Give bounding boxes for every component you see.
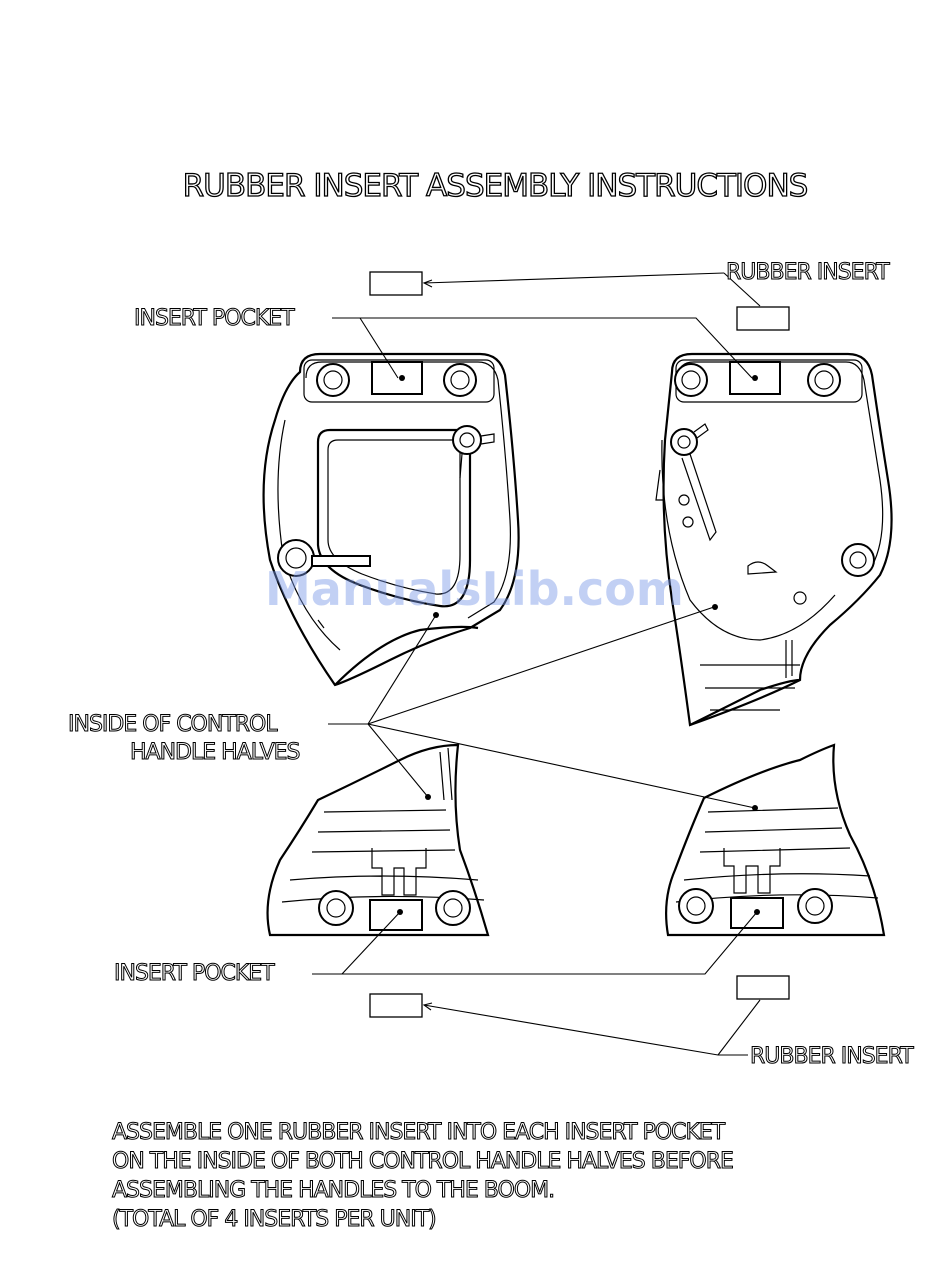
instruction-line: ASSEMBLE ONE RUBBER INSERT INTO EACH INS…: [112, 1120, 726, 1146]
label-inside-handles-line1: INSIDE OF CONTROL: [68, 712, 279, 738]
handle-bottom-right: [665, 743, 886, 937]
instruction-line: ON THE INSIDE OF BOTH CONTROL HANDLE HAL…: [112, 1149, 735, 1175]
label-insert-pocket-top: INSERT POCKET: [134, 306, 296, 332]
instructions-text: ASSEMBLE ONE RUBBER INSERT INTO EACH INS…: [112, 1118, 735, 1234]
watermark: ManualsLib.com: [265, 562, 684, 616]
label-rubber-insert-top: RUBBER INSERT: [726, 260, 891, 286]
handle-top-left: [262, 352, 520, 687]
instruction-line: (TOTAL OF 4 INSERTS PER UNIT): [112, 1207, 438, 1233]
instruction-line: ASSEMBLING THE HANDLES TO THE BOOM.: [112, 1178, 556, 1204]
handle-top-right: [655, 352, 893, 727]
rubber-insert-top-left: [369, 271, 423, 296]
page-title: RUBBER INSERT ASSEMBLY INSTRUCTIONS: [182, 167, 809, 204]
label-inside-handles-line2: HANDLE HALVES: [130, 740, 301, 766]
rubber-insert-bottom-right: [736, 975, 790, 1000]
label-insert-pocket-bottom: INSERT POCKET: [114, 961, 276, 987]
rubber-insert-top-right: [736, 306, 790, 331]
handle-bottom-left: [266, 743, 490, 937]
rubber-insert-bottom-left: [369, 993, 423, 1018]
label-rubber-insert-bottom: RUBBER INSERT: [750, 1044, 915, 1070]
leader-lines: [312, 272, 761, 1056]
